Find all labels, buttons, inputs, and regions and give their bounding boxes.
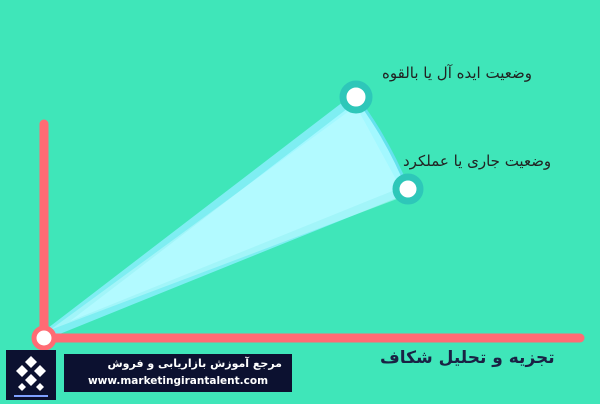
ideal-state-marker [339, 80, 373, 114]
current-state-label: وضعیت جاری یا عملکرد [403, 152, 552, 170]
ideal-state-label: وضعیت ایده آل یا بالقوه [382, 64, 532, 82]
gap-sector-inner [50, 106, 405, 330]
current-state-marker [392, 173, 424, 205]
brand-url[interactable]: www.marketingirantalent.com [87, 375, 269, 387]
ideal-ray [40, 93, 360, 340]
brand-title: مرجع آموزش بازاریابی و فروش [107, 357, 282, 370]
origin-marker [31, 325, 57, 351]
brand-logo-icon [6, 350, 56, 400]
brand-banner: مرجع آموزش بازاریابی و فروش www.marketin… [64, 354, 292, 392]
diagram-caption: تجزیه و تحلیل شکاف [380, 348, 555, 368]
